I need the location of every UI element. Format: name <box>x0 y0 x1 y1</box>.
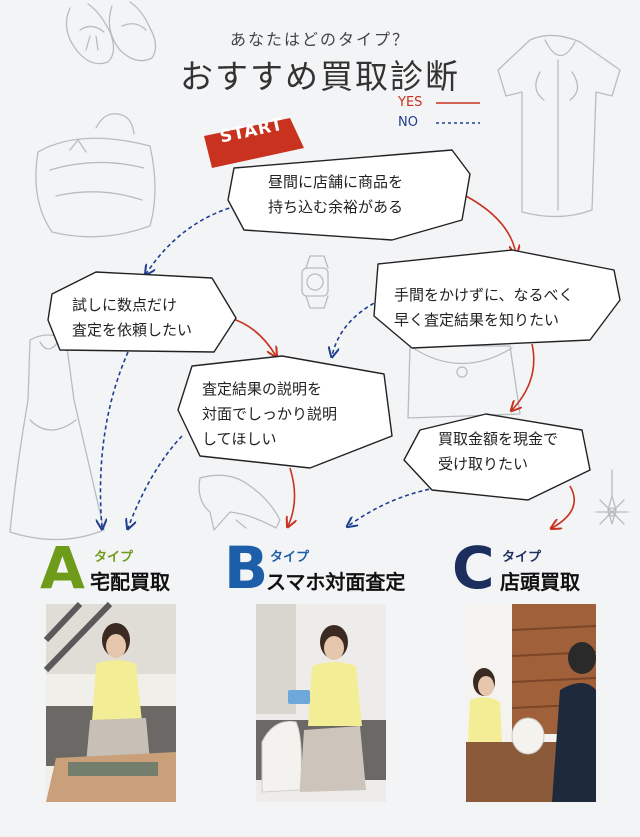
question-box-4 <box>177 355 393 469</box>
no-arrow-q5-b <box>348 487 437 526</box>
yes-arrow-q5-c <box>552 485 575 528</box>
question-box-2 <box>47 271 237 353</box>
no-arrow-q3-q4 <box>332 299 381 356</box>
no-arrow-q4-a <box>128 435 183 528</box>
legend-no-label: NO <box>398 115 418 130</box>
result-b-letter: B <box>224 534 269 602</box>
no-arrow-q2-a <box>100 351 129 528</box>
no-arrow-q1-q2 <box>146 205 237 274</box>
yes-arrow-q1-q3 <box>465 195 516 254</box>
question-1-text: 昼間に店舗に商品を 持ち込む余裕がある <box>268 173 404 216</box>
question-box-5 <box>403 413 591 501</box>
result-b-name: スマホ対面査定 <box>266 570 406 594</box>
high-heel-icon <box>198 474 281 531</box>
handbag-icon <box>35 113 156 238</box>
result-c-name: 店頭買取 <box>500 570 580 594</box>
question-3-text: 手間をかけずに、なるべく 早く査定結果を知りたい <box>394 286 574 329</box>
question-5-text: 買取金額を現金で 受け取りたい <box>438 430 559 473</box>
diagnosis-title: おすすめ買取診断 <box>180 57 460 96</box>
question-box-3 <box>373 249 621 349</box>
loafers-icon <box>65 1 157 65</box>
earring-icon <box>595 469 629 525</box>
legend-yes-label: YES <box>398 95 423 110</box>
photo-c-illustration <box>466 604 597 802</box>
result-a-tag: タイプ <box>94 550 134 565</box>
question-box-1 <box>227 149 471 241</box>
photo-a-illustration <box>43 601 176 802</box>
start-flag <box>204 118 304 168</box>
result-c-letter: C <box>452 534 495 602</box>
result-b-tag: タイプ <box>270 550 310 565</box>
yes-arrow-q2-q4 <box>229 317 276 356</box>
result-a-name: 宅配買取 <box>90 570 170 594</box>
yes-arrow-q4-b <box>288 467 295 526</box>
question-2-text: 試しに数点だけ 査定を依頼したい <box>72 296 193 339</box>
result-c-tag: タイプ <box>502 550 542 565</box>
clutch-icon <box>407 345 521 419</box>
yes-arrow-q3-q5 <box>512 343 535 410</box>
diagnosis-subtitle: あなたはどのタイプ？ <box>229 30 410 49</box>
wristwatch-icon <box>301 255 329 309</box>
blouse-icon <box>497 34 621 218</box>
photo-b-illustration <box>256 604 386 802</box>
result-a-letter: A <box>40 534 85 602</box>
question-4-text: 査定結果の説明を 対面でしっかり説明 してほしい <box>202 380 338 448</box>
